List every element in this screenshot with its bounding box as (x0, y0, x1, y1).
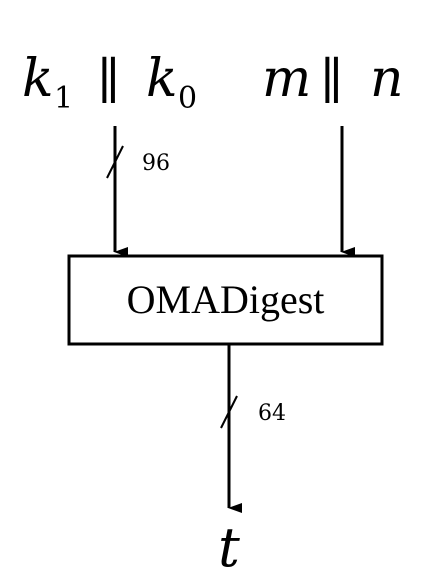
omadigest-block (67, 254, 384, 346)
right-concat-operator: ∥ (320, 52, 343, 110)
k0-subscript: 0 (178, 81, 197, 116)
n-var: n (370, 49, 404, 109)
output-bus-slash (220, 395, 238, 429)
left-bus-slash (106, 145, 124, 179)
k0-base: k (146, 49, 178, 109)
input-right-label: m ∥ n (262, 49, 404, 110)
input-left-label: k 1 ∥ k 0 (22, 49, 197, 116)
left-concat-operator: ∥ (97, 52, 120, 110)
omadigest-block-label: OMADigest (127, 277, 325, 322)
output-label: t (218, 516, 240, 579)
m-var: m (262, 49, 311, 109)
k1-base: k (22, 49, 54, 109)
output-width-label: 64 (258, 401, 286, 426)
k1-subscript: 1 (54, 81, 73, 116)
input-width-label: 96 (142, 151, 170, 176)
